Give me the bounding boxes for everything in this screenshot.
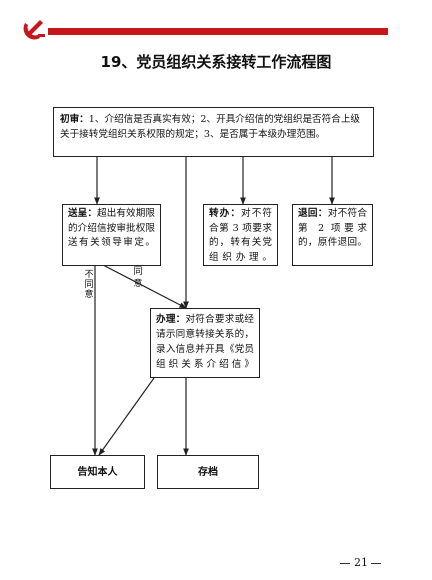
notify-box: 告知本人 xyxy=(50,455,145,489)
header-red-bar xyxy=(48,28,388,35)
initial-review-box: 初审：1、介绍信是否真实有效；2、开具介绍信的党组织是否符合上级关于接转党组织关… xyxy=(53,107,374,157)
escalate-heading: 送呈： xyxy=(68,208,98,219)
process-box: 办理：对符合要求或经请示同意转接关系的，录入信息并开具《党员组织关系介绍信》 xyxy=(150,308,260,378)
edge-escalate-process xyxy=(102,264,187,309)
page-title: 19、党员组织关系接转工作流程图 xyxy=(100,53,332,71)
escalate-box: 送呈：超出有效期限的介绍信按审批权限送有关领导审定。 xyxy=(62,204,161,266)
page-number-dash-right xyxy=(371,563,381,564)
transfer-heading: 转办： xyxy=(209,208,242,219)
archive-label: 存档 xyxy=(198,466,218,478)
initial-review-text: 1、介绍信是否真实有效；2、开具介绍信的党组织是否符合上级关于接转党组织关系权限… xyxy=(60,114,361,140)
party-emblem-icon xyxy=(23,20,45,40)
edge-process-notify xyxy=(98,377,155,456)
transfer-box: 转办：对不符合第 3 项要求的，转有关党组织办理。 xyxy=(203,204,278,266)
escalate-text: 超出有效期限的介绍信按审批权限送有关领导审定。 xyxy=(68,208,156,248)
process-text: 对符合要求或经请示同意转接关系的，录入信息并开具《党员组织关系介绍信》 xyxy=(156,314,254,370)
initial-review-heading: 初审： xyxy=(60,114,89,125)
return-box: 退回：对不符合第 2 项要求的，原件退回。 xyxy=(292,204,373,266)
edge-label-agree: 同意 xyxy=(133,267,143,289)
edge-label-disagree: 不同意 xyxy=(84,270,94,300)
transfer-text: 对不符合第 3 项要求的，转有关党组织办理。 xyxy=(209,208,273,263)
return-heading: 退回： xyxy=(298,208,328,219)
return-text: 对不符合第 2 项要求的，原件退回。 xyxy=(298,208,367,248)
page-number-dash-left xyxy=(340,563,350,564)
process-heading: 办理： xyxy=(156,314,186,325)
notify-label: 告知本人 xyxy=(77,466,118,478)
archive-box: 存档 xyxy=(157,455,259,489)
page-number: 21 xyxy=(354,556,368,569)
